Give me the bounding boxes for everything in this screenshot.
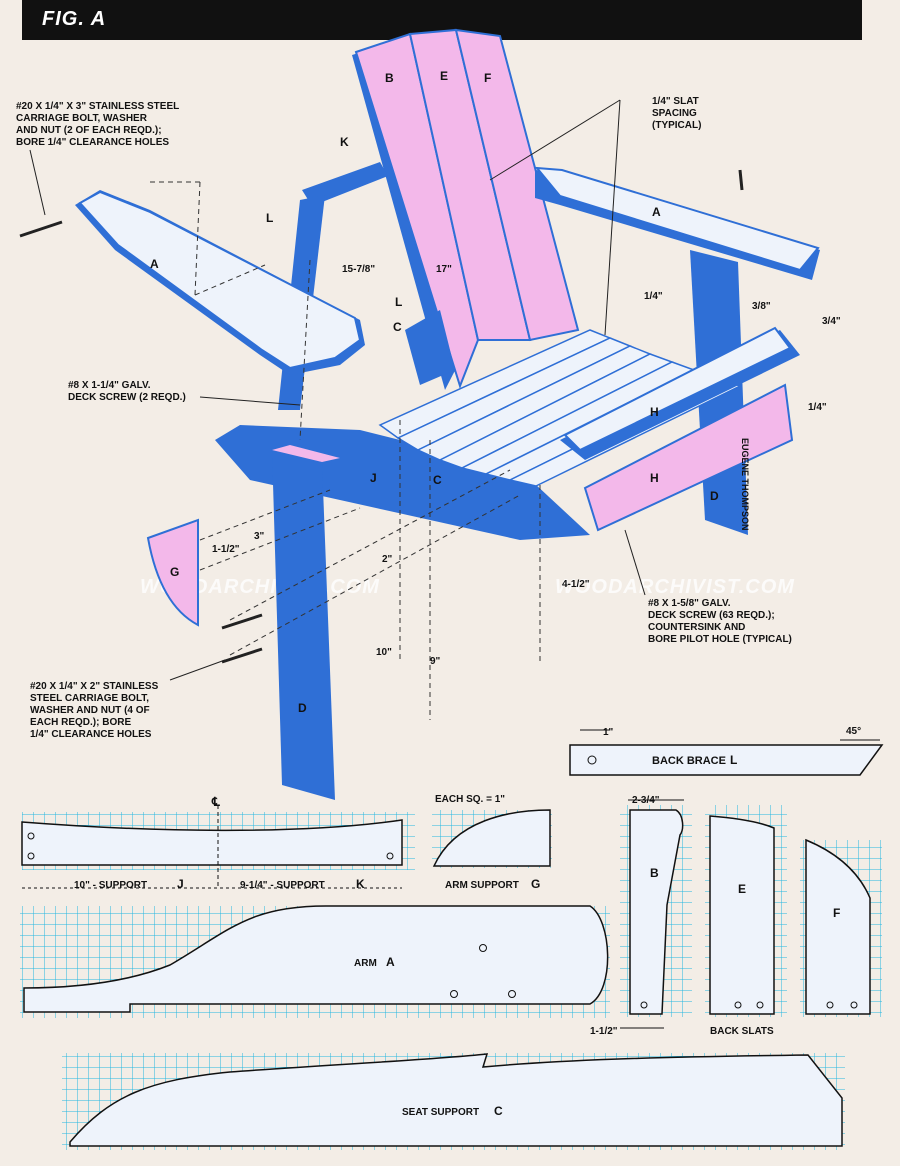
dim-9: 9"	[430, 656, 441, 667]
arm-label: ARM	[354, 958, 377, 969]
back-slats-label: BACK SLATS	[710, 1026, 774, 1037]
centerline-mark: ℄	[211, 795, 220, 809]
seat-support-label: SEAT SUPPORT	[402, 1107, 479, 1118]
dim-quarter-arm: 1/4"	[644, 291, 663, 302]
part-label-d-left: D	[298, 701, 307, 715]
part-label-j: J	[370, 471, 377, 485]
part-label-a-right: A	[652, 205, 661, 219]
part-label-d-right: D	[710, 489, 719, 503]
dim-3: 3"	[254, 531, 265, 542]
part-label-l-upper: L	[266, 211, 273, 225]
callout-screw114-line1: #8 X 1-1/4" GALV.	[68, 380, 151, 391]
back-brace-letter: L	[730, 753, 737, 767]
dim-4-1-2: 4-1/2"	[562, 579, 590, 590]
back-slat-f	[454, 28, 580, 342]
figure-title: FIG. A	[42, 8, 107, 30]
dim-3-8: 3/8"	[752, 301, 771, 312]
carriage-bolt-3in	[19, 220, 63, 238]
support-k-letter: K	[356, 877, 365, 891]
callout-bolt3-line2: CARRIAGE BOLT, WASHER	[16, 113, 148, 124]
back-slats-pattern	[620, 799, 882, 1029]
part-label-b: B	[385, 71, 394, 85]
arm-letter: A	[386, 955, 395, 969]
part-label-f: F	[484, 71, 491, 85]
arm-pattern	[20, 905, 610, 1018]
support-j-letter: J	[177, 877, 184, 891]
arm-support-letter: G	[531, 877, 540, 891]
dim-15-7-8: 15-7/8"	[342, 264, 375, 275]
callout-bolt2-line5: 1/4" CLEARANCE HOLES	[30, 729, 152, 740]
apron-h-top	[563, 326, 792, 452]
dim-quarter-apron: 1/4"	[808, 402, 827, 413]
part-label-h-front: H	[650, 471, 659, 485]
callout-bolt2-line1: #20 X 1/4" X 2" STAINLESS	[30, 681, 159, 692]
carriage-bolt-2in-a	[221, 613, 263, 630]
part-label-e: E	[440, 69, 448, 83]
support-k-label: 9-1/4" - SUPPORT	[240, 880, 325, 891]
callout-screw158-line3: COUNTERSINK AND	[648, 622, 745, 633]
dim-17: 17"	[436, 264, 452, 275]
arm-support-label: ARM SUPPORT	[445, 880, 519, 891]
callout-bolt2-line4: EACH REQD.); BORE	[30, 717, 131, 728]
dim-2-3-4: 2-3/4"	[632, 795, 660, 806]
back-brace-label: BACK BRACE	[652, 755, 726, 767]
seat-support-letter: C	[494, 1104, 503, 1118]
callout-screw114-line2: DECK SCREW (2 REQD.)	[68, 392, 186, 403]
back-brace-l	[405, 310, 455, 385]
seat-support-pattern	[62, 1053, 845, 1150]
back-brace-pattern	[569, 729, 884, 776]
callout-bolt3-line3: AND NUT (2 OF EACH REQD.);	[16, 125, 162, 136]
slat-f-letter: F	[833, 906, 840, 920]
dim-45-degree: 45°	[846, 726, 861, 737]
carriage-bolt-2in-b	[221, 647, 263, 664]
part-label-k: K	[340, 135, 349, 149]
callout-slat-line2: SPACING	[652, 108, 697, 119]
callout-screw158-line1: #8 X 1-5/8" GALV.	[648, 598, 731, 609]
deck-screw-arm	[738, 169, 744, 191]
part-label-a-left: A	[150, 257, 159, 271]
part-label-l-lower: L	[395, 295, 402, 309]
dim-3-4: 3/4"	[822, 316, 841, 327]
part-label-h-top: H	[650, 405, 659, 419]
exploded-chair	[19, 28, 820, 800]
callout-bolt2-line3: WASHER AND NUT (4 OF	[30, 705, 150, 716]
callout-bolt3-line1: #20 X 1/4" X 3" STAINLESS STEEL	[16, 101, 179, 112]
assembly-lines	[150, 181, 541, 720]
callout-bolt2-line2: STEEL CARRIAGE BOLT,	[30, 693, 149, 704]
part-label-c-lower: C	[433, 473, 442, 487]
apron-h-front	[583, 383, 794, 532]
slat-b-letter: B	[650, 866, 659, 880]
artist-signature: EUGENE THOMPSON	[740, 438, 750, 531]
part-label-c-upper: C	[393, 320, 402, 334]
part-label-g: G	[170, 565, 179, 579]
callout-bolt3-line4: BORE 1/4" CLEARANCE HOLES	[16, 137, 169, 148]
callout-slat-line3: (TYPICAL)	[652, 120, 701, 131]
callout-slat-line1: 1/4" SLAT	[652, 96, 699, 107]
dim-1-1-2: 1-1/2"	[212, 544, 240, 555]
slat-e-letter: E	[738, 882, 746, 896]
leader-lines	[29, 99, 646, 681]
dim-1-inch: 1"	[603, 727, 614, 738]
support-j-label: 10" - SUPPORT	[74, 880, 147, 891]
each-square-note: EACH SQ. = 1"	[435, 794, 505, 805]
right-arm	[534, 166, 820, 272]
left-arm	[78, 190, 362, 370]
support-jk-pattern	[21, 805, 415, 889]
dim-1-1-2-slat: 1-1/2"	[590, 1026, 618, 1037]
left-leg-d	[272, 450, 335, 800]
callout-screw158-line2: DECK SCREW (63 REQD.);	[648, 610, 775, 621]
arm-support-pattern	[432, 809, 552, 868]
watermark-right: WOODARCHIVIST.COM	[555, 576, 795, 598]
left-leg-top	[272, 445, 340, 462]
dim-10: 10"	[376, 647, 392, 658]
back-brace-k	[302, 162, 388, 206]
arm-support-g	[146, 518, 199, 627]
callout-screw158-line4: BORE PILOT HOLE (TYPICAL)	[648, 634, 792, 645]
dim-2: 2"	[382, 554, 393, 565]
